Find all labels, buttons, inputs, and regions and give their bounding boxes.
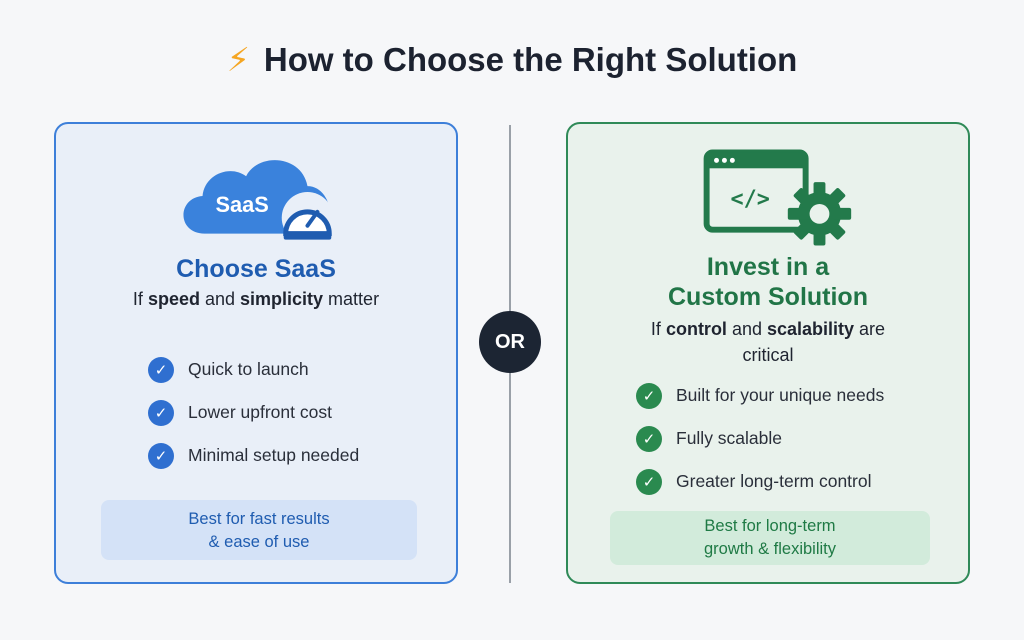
check-icon: ✓ [636, 382, 662, 409]
custom-benefits-list: ✓Built for your unique needs ✓Fully scal… [636, 374, 884, 503]
svg-text:</>: </> [731, 187, 770, 212]
or-badge: OR [479, 311, 541, 373]
saas-icon-label: SaaS [216, 192, 269, 217]
saas-heading: Choose SaaS [176, 255, 336, 283]
saas-note: Best for fast results& ease of use [101, 500, 417, 560]
saas-card: SaaS Choose SaaS If speed and simplicity… [54, 122, 458, 584]
saas-subtitle: If speed and simplicity matter [132, 289, 380, 309]
list-item: ✓Lower upfront cost [148, 391, 359, 434]
saas-benefits-list: ✓Quick to launch ✓Lower upfront cost ✓Mi… [148, 348, 359, 477]
custom-subtitle: If control and scalability are critical [650, 319, 886, 365]
list-item: ✓Minimal setup needed [148, 434, 359, 477]
lightning-bolt-icon: ⚡ [226, 41, 250, 78]
code-window-gear-icon: </> [703, 149, 852, 246]
check-icon: ✓ [636, 425, 662, 452]
list-item: ✓Quick to launch [148, 348, 359, 391]
list-item: ✓Greater long-term control [636, 460, 884, 503]
list-item: ✓Fully scalable [636, 417, 884, 460]
page-title-text: How to Choose the Right Solution [263, 41, 798, 78]
check-icon: ✓ [148, 356, 174, 383]
check-icon: ✓ [636, 468, 662, 495]
check-icon: ✓ [148, 442, 174, 469]
page-title: ⚡ How to Choose the Right Solution [0, 40, 1024, 79]
list-item: ✓Built for your unique needs [636, 374, 884, 417]
check-icon: ✓ [148, 399, 174, 426]
saas-cloud-icon: SaaS [183, 160, 334, 244]
